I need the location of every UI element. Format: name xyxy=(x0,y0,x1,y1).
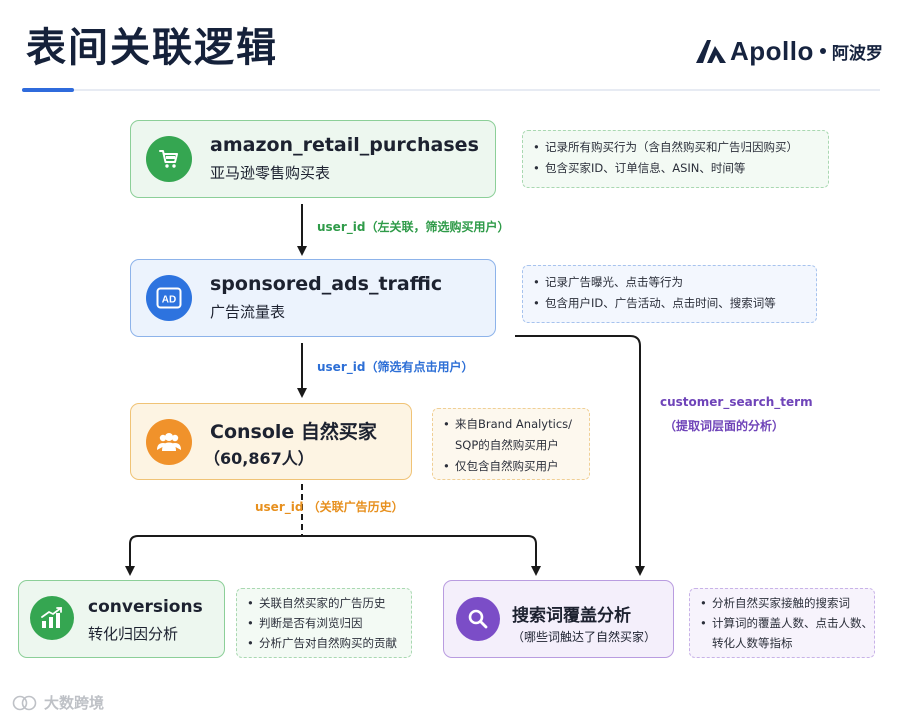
brand-logo-group: Apollo 阿波罗 xyxy=(694,33,883,69)
node-conversions-name: conversions xyxy=(88,597,203,617)
node-conversions-icon-badge xyxy=(30,596,74,640)
cart-icon xyxy=(159,150,178,168)
node-console-icon-badge xyxy=(146,419,192,465)
note-conversions-item: 关联自然买家的广告历史 xyxy=(247,593,405,613)
node-retail-desc: 亚马逊零售购买表 xyxy=(210,164,331,182)
node-conversions-desc: 转化归因分析 xyxy=(88,625,179,643)
ad-icon: AD xyxy=(156,287,182,309)
note-search-item: 计算词的覆盖人数、点击人数、转化人数等指标 xyxy=(700,613,873,653)
svg-text:AD: AD xyxy=(162,295,176,306)
edge-label-console-split: user_id （关联广告历史） xyxy=(255,500,404,514)
note-conversions-item: 分析广告对自然购买的贡献 xyxy=(247,633,405,653)
chart-up-icon xyxy=(41,607,62,628)
node-console-count: （60,867人） xyxy=(204,449,314,468)
edge-label-search-term-note: （提取词层面的分析） xyxy=(664,419,785,433)
node-ads-icon-badge: AD xyxy=(146,275,192,321)
node-search-desc: （哪些词触达了自然买家） xyxy=(512,630,657,644)
node-retail-name: amazon_retail_purchases xyxy=(210,134,479,156)
note-search-item: 分析自然买家接触的搜索词 xyxy=(700,593,868,613)
note-ads-item: 包含用户ID、广告活动、点击时间、搜索词等 xyxy=(533,293,810,314)
node-retail-purchases xyxy=(130,120,496,198)
users-icon xyxy=(157,433,181,451)
search-icon xyxy=(468,609,488,629)
note-console-item: 来自Brand Analytics/SQP的自然购买用户 xyxy=(443,414,583,456)
watermark-logo-icon xyxy=(12,695,37,710)
edge-ads-to-search xyxy=(515,335,641,566)
node-ads-desc: 广告流量表 xyxy=(210,303,286,321)
note-retail-item: 包含买家ID、订单信息、ASIN、时间等 xyxy=(533,158,822,179)
brand-name-en: Apollo xyxy=(730,35,814,66)
page-title: 表间关联逻辑 xyxy=(26,25,278,71)
note-console-item: 仅包含自然购买用户 xyxy=(443,456,583,477)
node-search-icon-badge xyxy=(456,597,500,641)
node-search-name: 搜索词覆盖分析 xyxy=(512,606,631,626)
note-ads-item: 记录广告曝光、点击等行为 xyxy=(533,272,810,293)
note-retail-item: 记录所有购买行为（含自然购买和广告归因购买） xyxy=(533,137,822,158)
apollo-logo-icon xyxy=(696,40,726,63)
node-console-name: Console 自然买家 xyxy=(210,421,377,443)
watermark-text: 大数跨境 xyxy=(44,694,105,712)
note-ads: 记录广告曝光、点击等行为 包含用户ID、广告活动、点击时间、搜索词等 xyxy=(522,265,817,323)
title-divider xyxy=(22,89,880,91)
note-console: 来自Brand Analytics/SQP的自然购买用户 仅包含自然购买用户 xyxy=(432,408,590,480)
note-search: 分析自然买家接触的搜索词 计算词的覆盖人数、点击人数、转化人数等指标 xyxy=(689,588,875,658)
edge-label-ads-to-console: user_id（筛选有点击用户） xyxy=(317,360,474,374)
node-retail-icon-badge xyxy=(146,136,192,182)
note-conversions: 关联自然买家的广告历史 判断是否有浏览归因 分析广告对自然购买的贡献 xyxy=(236,588,412,658)
title-accent-bar xyxy=(22,88,74,92)
watermark: 大数跨境 xyxy=(12,692,104,713)
brand-separator-dot xyxy=(819,48,826,54)
edge-split-bar xyxy=(129,535,537,564)
edge-label-search-term: customer_search_term xyxy=(660,395,813,409)
node-ads-name: sponsored_ads_traffic xyxy=(210,273,443,295)
brand-name-cn: 阿波罗 xyxy=(831,43,883,64)
note-conversions-item: 判断是否有浏览归因 xyxy=(247,613,405,633)
edge-label-retail-to-ads: user_id（左关联，筛选购买用户） xyxy=(317,220,510,234)
note-retail: 记录所有购买行为（含自然购买和广告归因购买） 包含买家ID、订单信息、ASIN、… xyxy=(522,130,829,188)
